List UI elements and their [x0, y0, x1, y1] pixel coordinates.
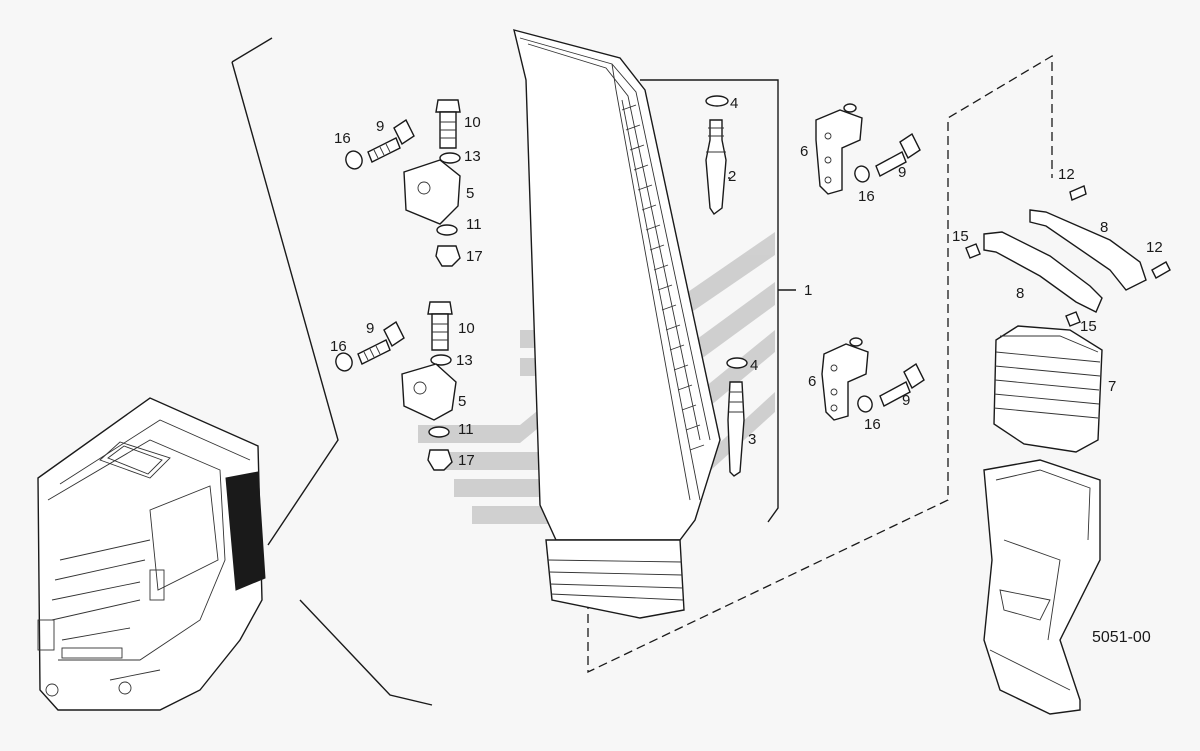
- callout-9-top-left: 9: [376, 118, 384, 135]
- callout-16-top-left: 16: [334, 130, 351, 147]
- callout-4-top: 4: [730, 95, 738, 112]
- callout-8-bottom: 8: [1016, 285, 1024, 302]
- callout-labels: 1 2 3 4 4 5 5 6 6 7 8 8 9 9 9 9 10 10 11…: [330, 95, 1163, 469]
- callout-13-top: 13: [464, 148, 481, 165]
- callout-9-bottom-left: 9: [366, 320, 374, 337]
- strap-top-item-8: [1029, 185, 1171, 291]
- air-duct-item-1: [513, 29, 721, 619]
- callout-1: 1: [804, 282, 812, 299]
- callout-10-top: 10: [464, 114, 481, 131]
- fastener-item-2: [705, 95, 729, 216]
- callout-15-left: 15: [952, 228, 969, 245]
- callout-4-bottom: 4: [750, 357, 758, 374]
- callout-7: 7: [1108, 378, 1116, 395]
- callout-16-top-right: 16: [858, 188, 875, 205]
- callout-15-right: 15: [1080, 318, 1097, 335]
- cab-leader-lines: [231, 37, 433, 706]
- callout-10-bottom: 10: [458, 320, 475, 337]
- callout-17-top: 17: [466, 248, 483, 265]
- lower-duct: [983, 459, 1101, 715]
- callout-11-top: 11: [466, 216, 482, 233]
- callout-3: 3: [748, 431, 756, 448]
- bellows-item-7: [993, 325, 1103, 453]
- callout-6-bottom: 6: [808, 373, 816, 390]
- drawing-number: 5051-00: [1092, 629, 1151, 646]
- callout-5-bottom: 5: [458, 393, 466, 410]
- truck-cab: [37, 397, 266, 711]
- callout-8-top: 8: [1100, 219, 1108, 236]
- callout-9-bottom-right: 9: [902, 392, 910, 409]
- callout-9-top-right: 9: [898, 164, 906, 181]
- callout-2: 2: [728, 168, 736, 185]
- item-1-bracket: [640, 79, 796, 523]
- callout-16-bottom-right: 16: [864, 416, 881, 433]
- hardware-right-bottom: [821, 337, 925, 421]
- hardware-bottom-left: [335, 301, 457, 471]
- strap-bottom-item-8: [965, 231, 1103, 327]
- callout-16-bottom-left: 16: [330, 338, 347, 355]
- callout-13-bottom: 13: [456, 352, 473, 369]
- dashed-group-boundary: [587, 54, 1053, 674]
- highlighted-panel: [225, 471, 266, 591]
- callout-11-bottom: 11: [458, 421, 474, 438]
- fastener-item-3: [726, 357, 748, 477]
- callout-6-top: 6: [800, 143, 808, 160]
- callout-17-bottom: 17: [458, 452, 475, 469]
- callout-12-top: 12: [1058, 166, 1075, 183]
- callout-12-bottom: 12: [1146, 239, 1163, 256]
- hardware-top-left: [345, 99, 461, 267]
- callout-5-top: 5: [466, 185, 474, 202]
- hardware-right-top: [815, 103, 921, 195]
